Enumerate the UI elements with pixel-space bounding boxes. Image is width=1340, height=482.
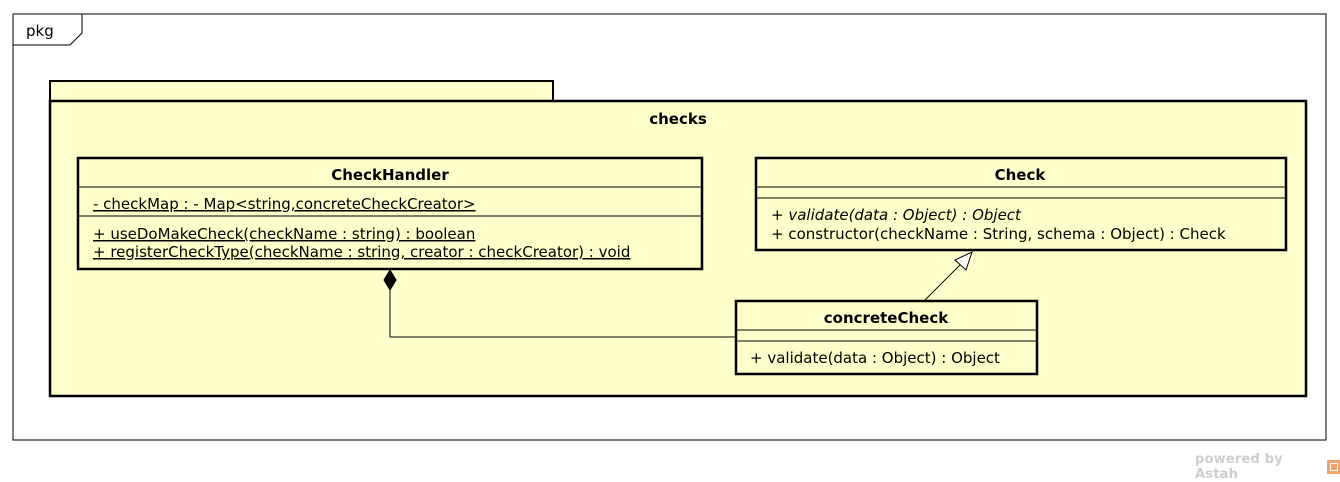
class-concrete-check[interactable]: concreteCheck + validate(data : Object) … bbox=[734, 299, 1039, 376]
operation-register-check-type: + registerCheckType(checkName : string, … bbox=[93, 243, 630, 261]
operation-use-do-make-check: + useDoMakeCheck(checkName : string) : b… bbox=[93, 225, 475, 243]
package-tab bbox=[49, 80, 554, 102]
composition-relation[interactable] bbox=[383, 269, 736, 338]
astah-logo-icon bbox=[1326, 460, 1340, 474]
class-check-handler[interactable]: CheckHandler - checkMap : - Map<string,c… bbox=[76, 156, 704, 271]
generalization-triangle-icon bbox=[954, 251, 973, 271]
operation-validate-abstract: + validate(data : Object) : Object bbox=[771, 206, 1022, 224]
class-name: CheckHandler bbox=[331, 166, 449, 184]
operation-validate: + validate(data : Object) : Object bbox=[750, 349, 1000, 367]
package-name: checks bbox=[649, 110, 707, 128]
attribute-check-map: - checkMap : - Map<string,concreteCheckC… bbox=[93, 195, 476, 213]
frame-label: pkg bbox=[26, 22, 54, 40]
class-check[interactable]: Check + validate(data : Object) : Object… bbox=[754, 156, 1288, 252]
watermark-text: powered by Astah bbox=[1195, 452, 1283, 482]
composition-diamond-icon bbox=[383, 269, 397, 291]
class-name: concreteCheck bbox=[824, 309, 949, 327]
class-name: Check bbox=[995, 166, 1047, 184]
astah-watermark: powered by Astah bbox=[1195, 452, 1340, 482]
generalization-relation[interactable] bbox=[924, 251, 973, 301]
operation-constructor: + constructor(checkName : String, schema… bbox=[771, 225, 1226, 243]
